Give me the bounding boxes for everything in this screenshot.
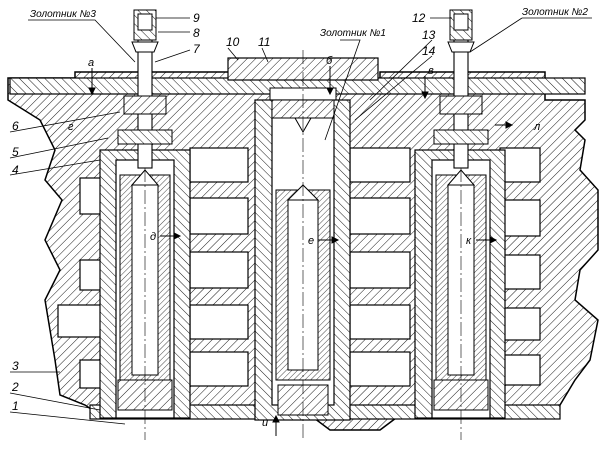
label-d: д [150,231,156,243]
part-number-1: 1 [12,399,19,413]
leader-lines [9,17,592,425]
part-number-14: 14 [422,44,436,58]
part-number-10: 10 [226,35,240,49]
spool-2-assembly [414,9,506,440]
caption-spool-2: Золотник №2 [522,7,588,18]
part-number-8: 8 [193,26,200,40]
part-number-4: 4 [12,163,19,177]
part-number-11: 11 [258,35,270,49]
part-number-13: 13 [422,28,436,42]
label-i: и [262,417,268,429]
part-number-3: 3 [12,359,19,373]
label-l: л [533,121,540,133]
label-v: в [428,65,434,77]
caption-spool-1: Золотник №1 [320,28,386,39]
part-number-7: 7 [193,42,201,56]
part-number-12: 12 [412,11,426,25]
spool-1-assembly [254,50,351,440]
label-e: е [308,235,314,247]
label-b: б [326,55,333,67]
spool-3-assembly [99,9,191,440]
label-a: а [88,57,94,69]
part-number-6: 6 [12,119,19,133]
part-number-9: 9 [193,11,200,25]
part-number-5: 5 [12,145,19,159]
caption-spool-3: Золотник №3 [30,9,96,20]
label-k: к [466,235,472,247]
part-number-2: 2 [11,380,19,394]
flow-arrows [88,66,514,436]
channels [57,147,541,389]
label-g: г [68,121,74,133]
